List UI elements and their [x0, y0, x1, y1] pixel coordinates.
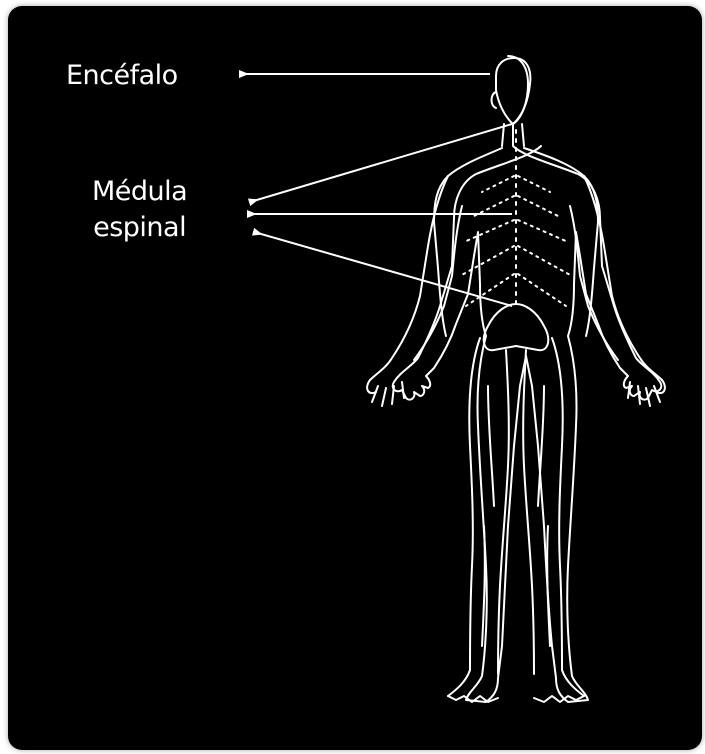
diagram-panel: Encéfalo Médula espinal [8, 6, 702, 750]
arrow-spinal-upper [250, 124, 512, 202]
pelvis [484, 304, 549, 350]
ear-left [492, 92, 497, 108]
body-illustration [8, 6, 702, 750]
hand-right [628, 380, 665, 406]
arm-left-outer [370, 176, 448, 380]
arrow-spinal-lower [254, 232, 512, 306]
nerves-left [460, 176, 514, 306]
torso-right [524, 148, 598, 336]
hand-left [367, 380, 404, 406]
arm-right-outer [584, 176, 662, 380]
nerves-right [518, 176, 572, 306]
leg-left-outer [448, 338, 480, 696]
head-outline [393, 56, 662, 702]
